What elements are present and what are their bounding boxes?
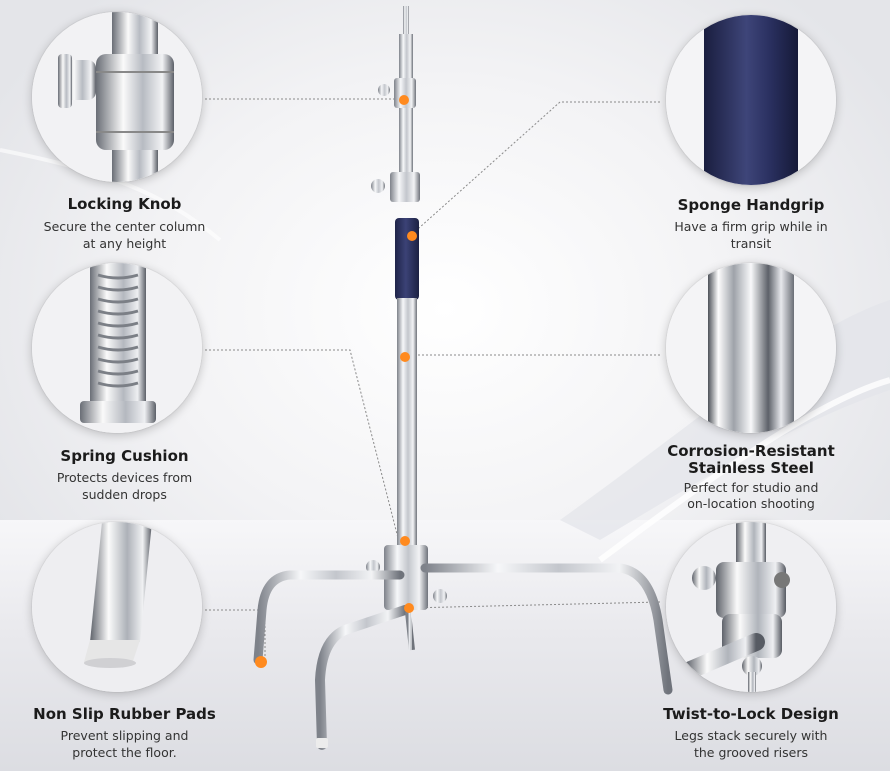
feature-desc-sponge-handgrip-1: Have a firm grip while in <box>674 219 828 234</box>
hotspot-dot <box>399 95 409 105</box>
rubber-pads-closeup <box>32 522 202 692</box>
feature-desc-rubber-pads-2: protect the floor. <box>72 745 177 760</box>
spring-cushion-closeup <box>32 263 202 433</box>
feature-desc-spring-cushion-2: sudden drops <box>82 487 167 502</box>
feature-desc-rubber-pads-1: Prevent slipping and <box>60 728 189 743</box>
feature-title-stainless-steel-2: Stainless Steel <box>688 459 814 477</box>
feature-desc-twist-lock-2: the grooved risers <box>693 745 809 760</box>
feature-title-rubber-pads: Non Slip Rubber Pads <box>33 705 216 723</box>
feature-desc-stainless-steel-2: on-location shooting <box>687 496 815 511</box>
feature-title-spring-cushion: Spring Cushion <box>60 447 189 465</box>
feature-desc-spring-cushion-1: Protects devices from <box>56 470 193 485</box>
twist-lock-closeup <box>666 522 836 692</box>
stainless-steel-closeup <box>666 263 836 433</box>
feature-title-stainless-steel-1: Corrosion-Resistant <box>667 442 835 460</box>
feature-title-sponge-handgrip: Sponge Handgrip <box>677 196 825 214</box>
feature-desc-stainless-steel-1: Perfect for studio and <box>683 480 819 495</box>
feature-desc-locking-knob-2: at any height <box>82 236 167 251</box>
feature-desc-locking-knob-1: Secure the center column <box>43 219 206 234</box>
feature-title-locking-knob: Locking Knob <box>67 195 182 213</box>
feature-title-twist-lock: Twist-to-Lock Design <box>663 705 839 723</box>
feature-desc-twist-lock-1: Legs stack securely with <box>674 728 828 743</box>
sponge-handgrip-closeup <box>666 15 836 185</box>
locking-knob-closeup <box>32 12 202 182</box>
feature-desc-sponge-handgrip-2: transit <box>730 236 772 251</box>
